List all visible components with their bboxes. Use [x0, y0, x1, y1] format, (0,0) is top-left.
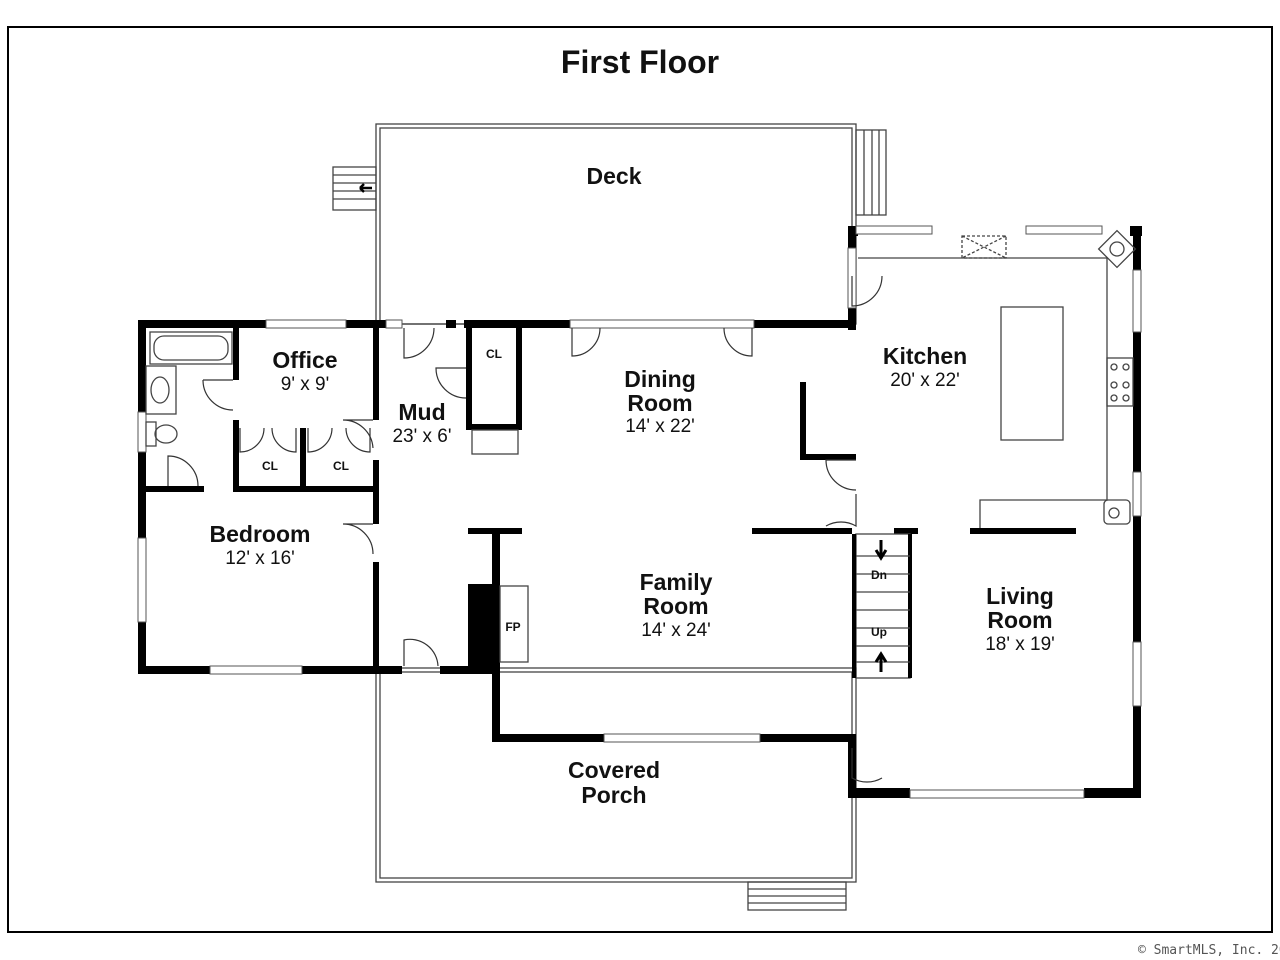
- dining-dims: 14' x 22': [625, 416, 695, 437]
- kitchen-counter: [858, 257, 1108, 528]
- deck: [332, 123, 887, 325]
- plan-title: First Floor: [561, 44, 719, 80]
- page-frame: [7, 26, 1273, 933]
- arrow-left-icon: [359, 183, 372, 193]
- family-label-1: Family: [640, 569, 713, 595]
- closet-label-office-2: CL: [333, 459, 349, 473]
- living-dims: 18' x 19': [985, 634, 1055, 655]
- porch-label-1: Covered: [568, 757, 660, 783]
- mud-label: Mud: [398, 399, 445, 425]
- arrow-up-icon: [874, 651, 888, 672]
- bathtub-icon: [149, 331, 233, 365]
- stairs-down-label: Dn: [871, 568, 887, 582]
- porch-steps: [747, 881, 847, 911]
- deck-label: Deck: [587, 163, 642, 189]
- interior-walls: [146, 328, 1076, 668]
- deck-stairs-right: [855, 129, 887, 216]
- living-label-1: Living: [986, 583, 1054, 609]
- range-hood: [961, 235, 1007, 259]
- fireplace-label: FP: [505, 620, 520, 634]
- dining-label-1: Dining: [624, 366, 696, 392]
- sink-icon: [145, 365, 177, 415]
- toilet-icon: [145, 421, 178, 447]
- fireplace-hearth: [468, 584, 500, 668]
- corner-sink-icon: [1097, 229, 1137, 269]
- dining-label-2: Room: [627, 390, 692, 416]
- copyright-credit: © SmartMLS, Inc. 20: [1138, 943, 1280, 958]
- living-label-2: Room: [987, 607, 1052, 633]
- staircase: [852, 533, 912, 679]
- mud-dims: 23' x 6': [392, 426, 451, 447]
- porch-label-2: Porch: [581, 782, 646, 808]
- family-dims: 14' x 24': [641, 620, 711, 641]
- office-dims: 9' x 9': [281, 374, 329, 395]
- bathroom-fixtures: [145, 331, 233, 447]
- bar-sink-icon: [1103, 499, 1131, 525]
- kitchen-fixtures: [858, 229, 1137, 528]
- doors: [167, 275, 883, 783]
- fireplace-box: [499, 585, 529, 663]
- family-label-2: Room: [643, 593, 708, 619]
- cooktop-icon: [1106, 357, 1134, 407]
- office-label: Office: [272, 347, 337, 373]
- bedroom-dims: 12' x 16': [225, 548, 295, 569]
- bedroom-label: Bedroom: [210, 521, 311, 547]
- kitchen-dims: 20' x 22': [890, 370, 960, 391]
- stairs-up-label: Up: [871, 625, 887, 639]
- kitchen-island: [1000, 306, 1064, 441]
- exterior-walls: [138, 226, 1142, 798]
- windows: [137, 225, 1142, 799]
- closet-label-mud: CL: [486, 347, 502, 361]
- arrow-down-icon: [874, 540, 888, 561]
- closet-label-office-1: CL: [262, 459, 278, 473]
- kitchen-label: Kitchen: [883, 343, 967, 369]
- deck-stairs-left: [332, 166, 377, 211]
